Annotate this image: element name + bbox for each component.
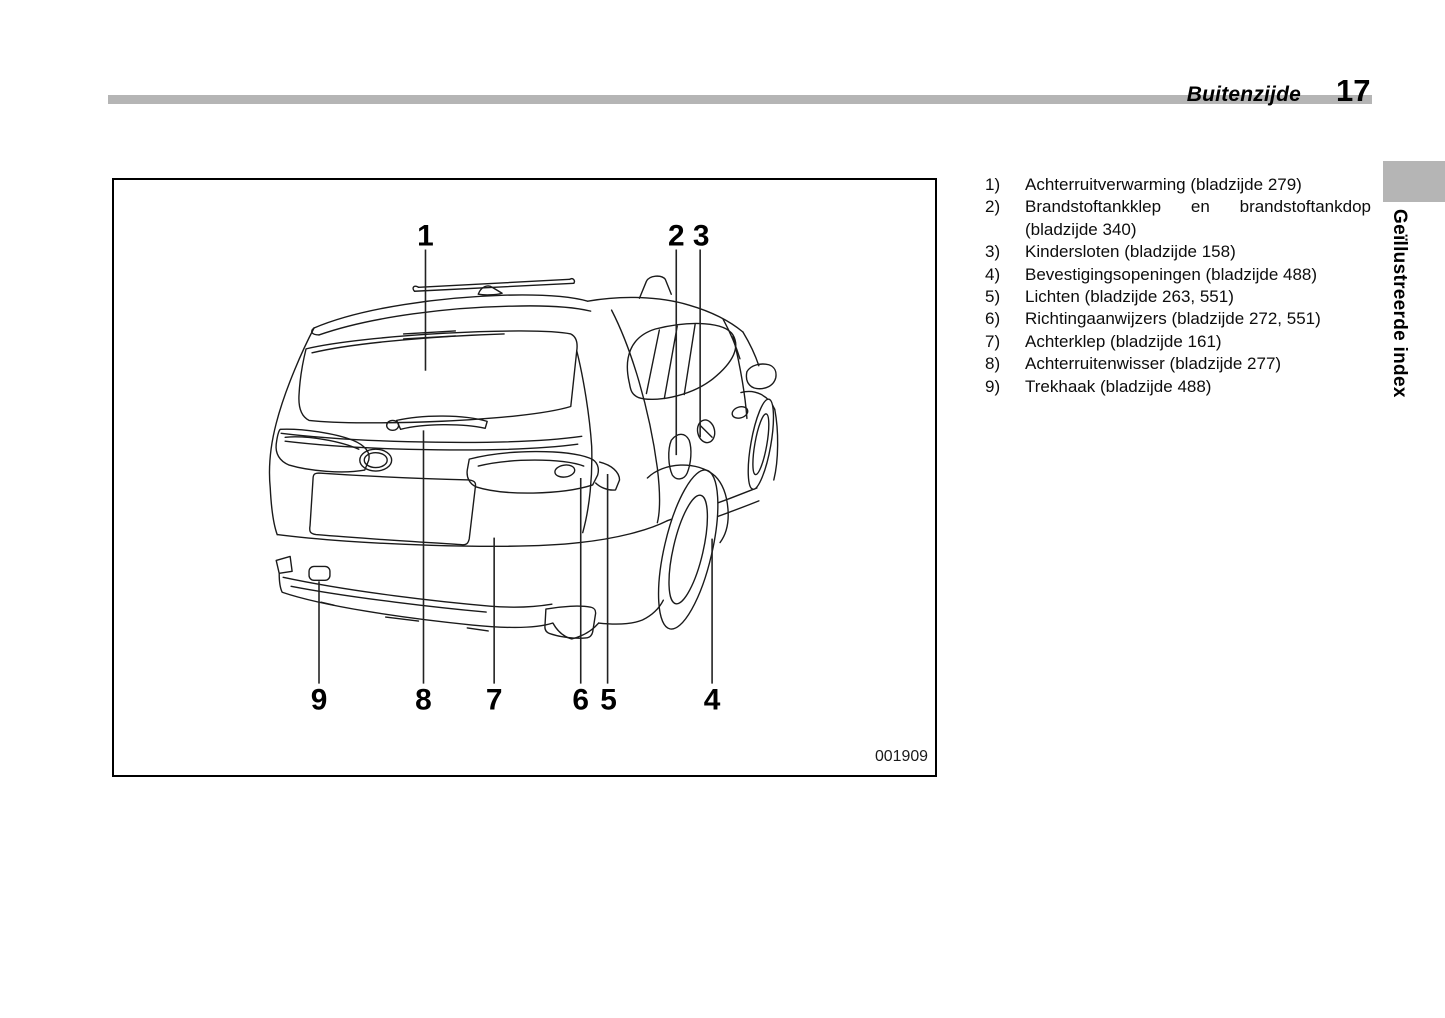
- legend-item-number: 5): [985, 287, 1001, 307]
- legend-item-number: 8): [985, 354, 1001, 374]
- chapter-tab-label: Geïllustreerde index: [1389, 209, 1410, 398]
- side-mirror: [745, 363, 777, 390]
- roof-rail-mount: [638, 275, 672, 299]
- legend-item: 7) Achterklep (bladzijde 161): [985, 331, 1371, 353]
- left-taillight: [275, 428, 370, 473]
- legend-item-text: Richtingaanwijzers (bladzijde 272, 551): [1025, 309, 1321, 329]
- callout-number: 8: [415, 683, 432, 716]
- legend-item-text: Achterruitenwisser (bladzijde 277): [1025, 354, 1282, 374]
- legend-item: 3) Kindersloten (bladzijde 158): [985, 241, 1371, 263]
- legend-item-number: 4): [985, 264, 1001, 284]
- figure-code: 001909: [875, 748, 928, 765]
- rear-window: [298, 330, 578, 424]
- callout-number: 3: [693, 220, 710, 253]
- legend-item-text: Trekhaak (bladzijde 488): [1025, 376, 1212, 396]
- legend-item: 5) Lichten (bladzijde 263, 551): [985, 286, 1371, 308]
- page-number: 17: [1336, 73, 1371, 108]
- tow-hook-cover: [308, 565, 331, 582]
- legend-item-text: Kindersloten (bladzijde 158): [1025, 242, 1236, 262]
- legend: 1) Achterruitverwarming (bladzijde 279) …: [985, 174, 1371, 398]
- callout-number: 7: [486, 683, 503, 716]
- legend-item: 2) Brandstoftankklep en brandstoftankdop…: [985, 196, 1371, 241]
- legend-item: 6) Richtingaanwijzers (bladzijde 272, 55…: [985, 308, 1371, 330]
- callout-number: 6: [572, 683, 589, 716]
- legend-item-text: Achterklep (bladzijde 161): [1025, 331, 1222, 351]
- legend-item: 9) Trekhaak (bladzijde 488): [985, 376, 1371, 398]
- legend-item: 4) Bevestigingsopeningen (bladzijde 488): [985, 264, 1371, 286]
- legend-item-text: Achterruitverwarming (bladzijde 279): [1025, 175, 1302, 194]
- quarter-window: [626, 322, 737, 400]
- door-handle: [731, 405, 749, 419]
- high-mount-stoplight: [402, 330, 457, 340]
- callout-number: 1: [417, 220, 434, 253]
- front-wheel: [747, 398, 775, 490]
- legend-item-number: 3): [985, 242, 1001, 262]
- legend-item-text: Brandstoftankklep en brandstoftankdop (b…: [1025, 197, 1371, 239]
- chapter-tab: [1383, 161, 1445, 202]
- callout-lines: [318, 249, 713, 684]
- legend-item-text: Lichten (bladzijde 263, 551): [1025, 287, 1234, 307]
- legend-item-number: 6): [985, 309, 1001, 329]
- callout-number: 2: [668, 220, 685, 253]
- callout-number: 9: [311, 683, 328, 716]
- legend-item-number: 7): [985, 331, 1001, 351]
- legend-item: 1) Achterruitverwarming (bladzijde 279): [985, 174, 1371, 196]
- legend-item: 8) Achterruitenwisser (bladzijde 277): [985, 353, 1371, 375]
- legend-item-number: 2): [985, 197, 1001, 217]
- callout-number: 5: [600, 683, 617, 716]
- section-title: Buitenzijde: [1186, 83, 1301, 106]
- car-diagram: 1 2 3 9 8 7 6 5 4 001909: [268, 220, 928, 765]
- fuel-cap: [696, 419, 716, 444]
- right-taillight: [466, 450, 600, 494]
- callout-number: 4: [704, 683, 721, 716]
- legend-item-text: Bevestigingsopeningen (bladzijde 488): [1025, 264, 1318, 284]
- figure-box: 1 2 3 9 8 7 6 5 4 001909: [112, 178, 937, 777]
- rear-wheel-arch: [646, 464, 729, 544]
- callout-numbers: 1 2 3 9 8 7 6 5 4: [311, 220, 721, 717]
- header-rule: [108, 95, 1372, 104]
- fuel-door: [668, 433, 692, 480]
- bumper-reflector: [544, 605, 597, 639]
- license-plate-recess: [309, 472, 477, 546]
- legend-item-number: 9): [985, 376, 1001, 396]
- brand-badge: [359, 448, 393, 472]
- legend-item-number: 1): [985, 175, 1001, 194]
- rear-wiper: [395, 415, 488, 431]
- rear-bumper: [278, 572, 600, 640]
- car-line-art: [268, 275, 779, 640]
